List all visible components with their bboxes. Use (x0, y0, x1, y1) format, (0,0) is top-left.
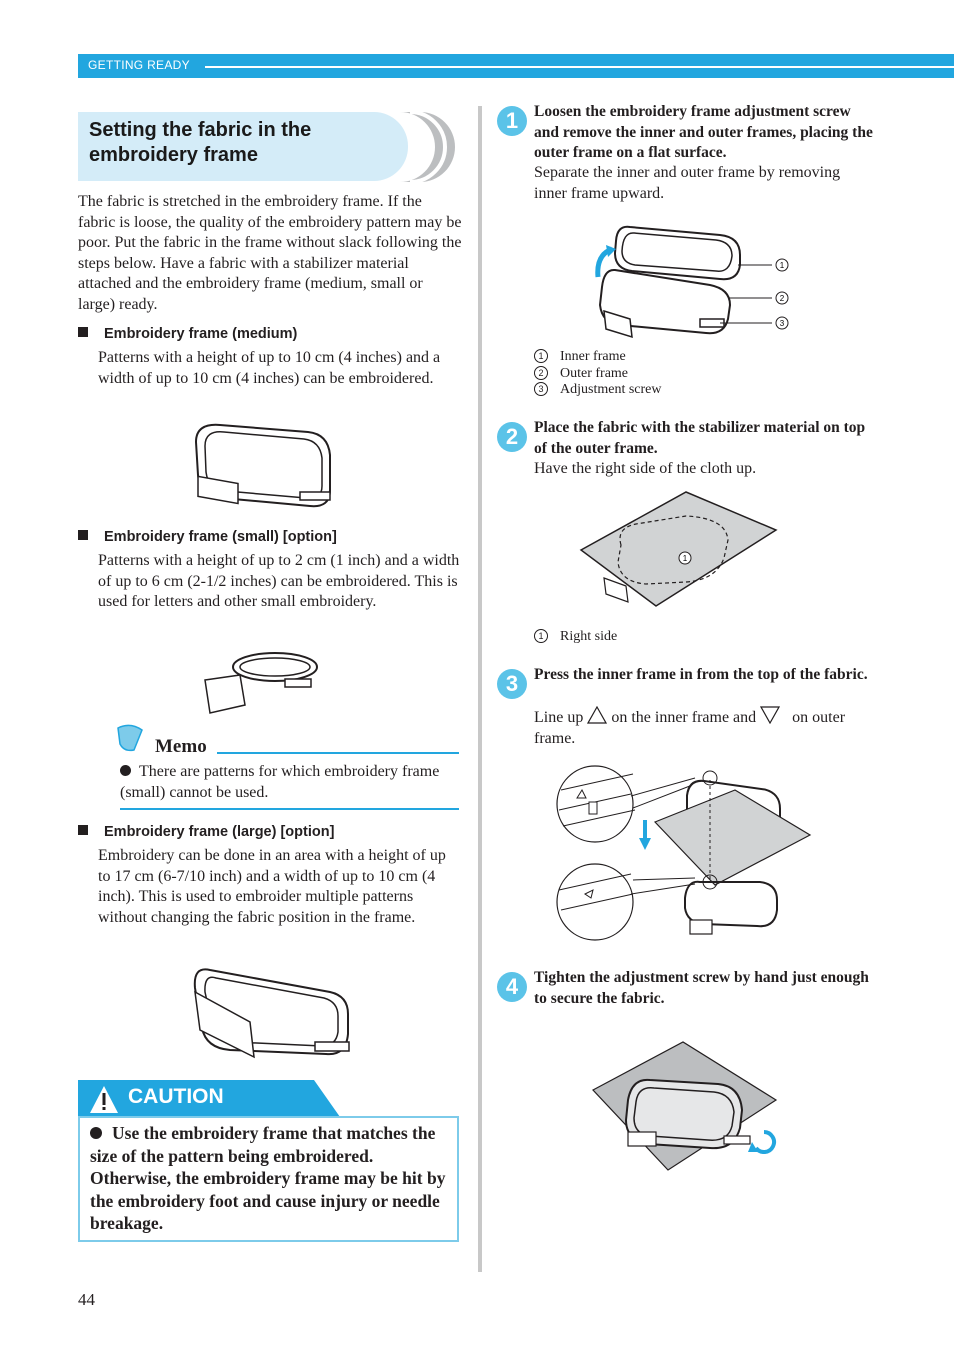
memo-rule-top (217, 752, 459, 754)
intro-paragraph: The fabric is stretched in the embroider… (78, 193, 462, 313)
memo-title: Memo (155, 736, 207, 757)
step-3-heading: Press the inner frame in from the top of… (534, 666, 868, 683)
step-2-heading: Place the fabric with the stabilizer mat… (534, 419, 866, 457)
caution-box (78, 1116, 459, 1242)
title-decoration-icon (400, 112, 455, 182)
column-divider (478, 106, 482, 1272)
step-1-number: 1 (497, 106, 527, 136)
triangle-up-icon (587, 705, 608, 724)
section-header: GETTING READY (88, 58, 190, 72)
step-4-heading: Tighten the adjustment screw by hand jus… (534, 969, 869, 1007)
step-2-illustration: 1 (579, 491, 778, 607)
large-frame-illustration (193, 968, 350, 1059)
step-4-number: 4 (497, 972, 527, 1002)
step-1-illustration: 1 2 3 (595, 225, 789, 339)
step-2-text: Have the right side of the cloth up. (534, 460, 757, 477)
medium-frame-illustration (194, 423, 331, 508)
step-3-illustration (556, 765, 812, 941)
caution-tab (78, 1080, 340, 1117)
svg-text:1: 1 (683, 554, 688, 563)
frame-large-text: Embroidery can be done in an area with a… (98, 847, 446, 926)
title-box (78, 112, 408, 181)
step-1-text: Separate the inner and outer frame by re… (534, 164, 841, 202)
step-3-number: 3 (497, 669, 527, 699)
step-1-heading: Loosen the embroidery frame adjustment s… (534, 103, 873, 161)
step-2-number: 2 (497, 422, 527, 452)
page-number: 44 (78, 1290, 95, 1309)
caution-label: CAUTION (128, 1085, 224, 1108)
frame-medium-text: Patterns with a height of up to 10 cm (4… (98, 349, 441, 387)
header-rule (205, 66, 954, 68)
frame-medium-heading: Embroidery frame (medium) (78, 324, 297, 345)
step-4-illustration (592, 1041, 778, 1171)
frame-large-heading: Embroidery frame (large) [option] (78, 822, 334, 843)
svg-text:2: 2 (780, 294, 785, 303)
small-frame-illustration (204, 652, 318, 714)
frame-small-text: Patterns with a height of up to 2 cm (1 … (98, 552, 460, 610)
svg-text:3: 3 (780, 319, 785, 328)
memo-text: There are patterns for which embroidery … (120, 763, 440, 801)
frame-small-heading: Embroidery frame (small) [option] (78, 527, 337, 548)
memo-rule-bottom (120, 808, 459, 810)
memo-icon (117, 724, 143, 752)
page-title: Setting the fabric in the embroidery fra… (89, 119, 312, 166)
step-3-text: Line up on the inner frame and on outer … (534, 705, 874, 749)
svg-text:1: 1 (780, 261, 785, 270)
caution-text: Use the embroidery frame that matches th… (90, 1123, 446, 1233)
triangle-down-icon (760, 706, 781, 725)
